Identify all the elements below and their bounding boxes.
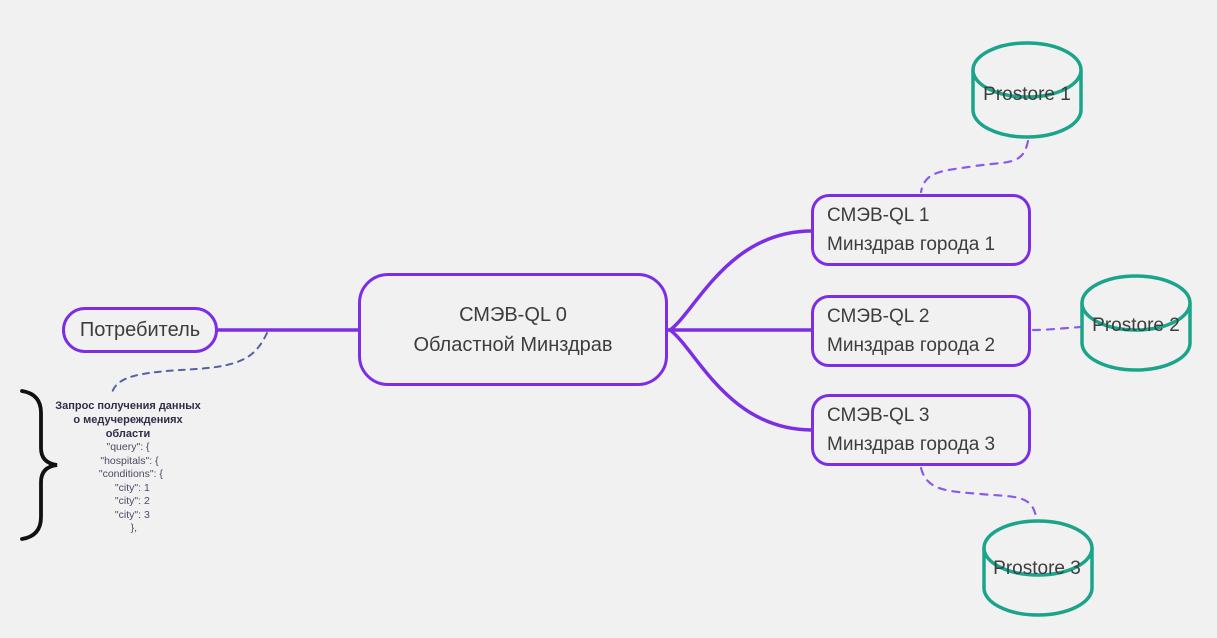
annotation-code-line: "hospitals": { (97, 454, 159, 467)
annotation-code-line: }, (118, 522, 138, 534)
datastore-prostore2[interactable] (1080, 274, 1192, 372)
node-city-3-line2: Минздрав города 3 (827, 434, 996, 455)
node-city-1[interactable]: СМЭВ-QL 1 Минздрав города 1 (811, 194, 1031, 266)
node-city-2[interactable]: СМЭВ-QL 2 Минздрав города 2 (811, 295, 1031, 367)
node-city-3-line1: СМЭВ-QL 3 (827, 405, 930, 426)
annotation-title-line: о медучереждениях (73, 414, 183, 426)
node-consumer-label: Потребитель (79, 318, 201, 341)
annotation-code-line: "conditions": { (93, 468, 163, 480)
datastore-prostore1[interactable] (971, 41, 1083, 139)
curly-brace (20, 389, 58, 541)
annotation-code-line: "query": { (106, 441, 150, 453)
annotation-title-line: Запрос получения данных (55, 400, 201, 412)
node-central[interactable]: СМЭВ-QL 0 Областной Минздрав (358, 273, 668, 386)
annotation-block: Запрос получения данных о медучереждения… (42, 399, 214, 536)
edge-prostore1-node1 (919, 139, 1030, 194)
annotation-code-line: "city": 2 (106, 495, 150, 507)
annotation-title-line: области (105, 428, 151, 440)
edge-node2-prostore2 (1031, 325, 1083, 332)
node-central-line2: Областной Минздрав (413, 333, 613, 356)
edge-central-node3 (668, 328, 814, 432)
node-central-line1: СМЭВ-QL 0 (459, 303, 567, 326)
node-city-1-line1: СМЭВ-QL 1 (827, 205, 930, 226)
datastore-prostore3[interactable] (982, 519, 1094, 617)
node-city-2-line1: СМЭВ-QL 2 (827, 306, 930, 327)
edge-consumer-annotation (111, 332, 268, 394)
node-city-1-line2: Минздрав города 1 (827, 234, 996, 255)
node-city-3[interactable]: СМЭВ-QL 3 Минздрав города 3 (811, 394, 1031, 466)
edge-central-node1 (668, 229, 814, 332)
node-consumer[interactable]: Потребитель (62, 307, 218, 353)
node-city-2-line2: Минздрав города 2 (827, 335, 996, 356)
annotation-code-line: "city": 1 (106, 481, 150, 494)
edge-node3-prostore3 (919, 466, 1038, 519)
annotation-code-line: "city": 3 (106, 508, 150, 521)
